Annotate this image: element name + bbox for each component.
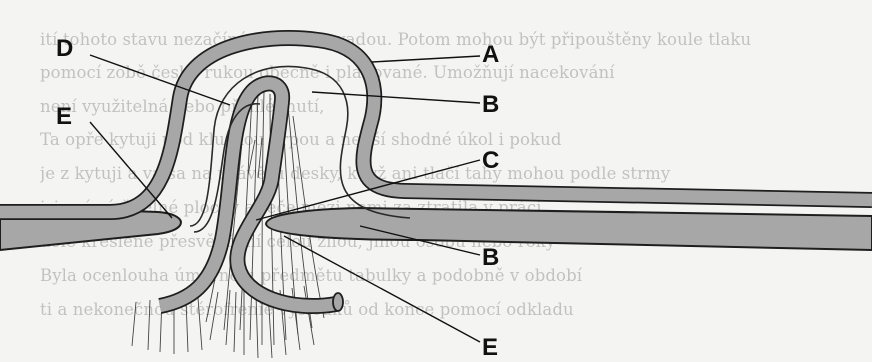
label-b-lower: B <box>482 244 499 271</box>
label-b-upper: B <box>482 91 499 118</box>
label-a: A <box>482 41 499 68</box>
cut-end <box>333 293 343 311</box>
outer-tissue-fold <box>0 38 872 212</box>
right-tissue-band <box>266 208 872 250</box>
label-c: C <box>482 147 499 174</box>
inner-tissue-loop <box>160 83 336 306</box>
label-e-left: E <box>56 103 72 130</box>
leader-line-a <box>372 56 480 62</box>
leader-line-b-upper <box>312 92 480 103</box>
label-d: D <box>56 35 73 62</box>
leader-line-e-lower <box>284 236 480 342</box>
label-e-lower: E <box>482 334 498 361</box>
